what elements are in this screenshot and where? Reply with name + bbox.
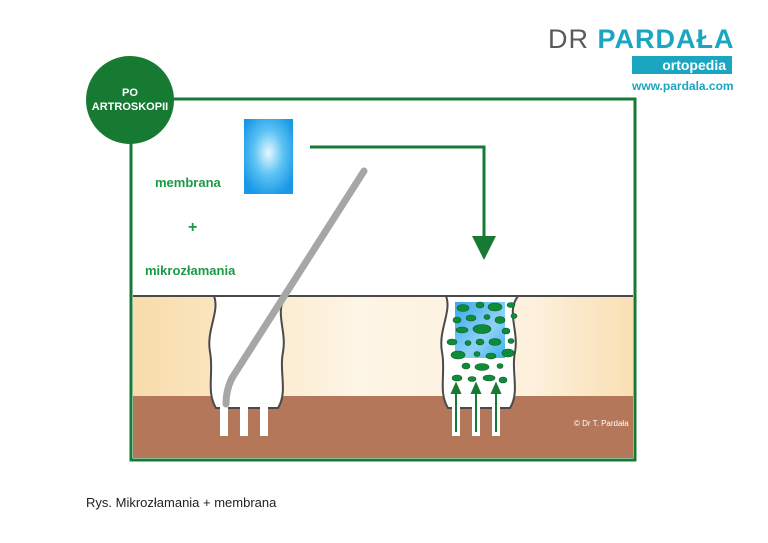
logo-title: DR PARDAŁA bbox=[548, 24, 735, 55]
cartilage-layer bbox=[133, 296, 633, 397]
down-arrow-icon bbox=[472, 236, 496, 260]
logo-prefix: DR bbox=[548, 24, 598, 54]
left-channel bbox=[240, 404, 248, 436]
badge-line-2: ARTROSKOPII bbox=[91, 101, 169, 113]
figure-caption: Rys. Mikrozłamania + membrana bbox=[86, 495, 277, 510]
transfer-arrow bbox=[310, 145, 486, 238]
logo-url[interactable]: www.pardala.com bbox=[632, 79, 734, 93]
label-microfracture: mikrozłamania bbox=[145, 263, 236, 278]
stage-badge: PO ARTROSKOPII bbox=[86, 56, 174, 144]
logo-subtitle: ortopedia bbox=[632, 56, 732, 74]
membrane-square bbox=[244, 119, 293, 194]
up-arrow-icon bbox=[450, 381, 502, 432]
logo-brand: PARDAŁA bbox=[597, 24, 735, 54]
left-channel bbox=[220, 404, 228, 436]
label-plus: + bbox=[188, 219, 198, 236]
badge-line-1: PO bbox=[122, 87, 138, 99]
blood-clot bbox=[446, 301, 518, 384]
copyright-note: © Dr T. Pardała bbox=[574, 419, 629, 428]
left-channel bbox=[260, 404, 268, 436]
arthroscopic-awl bbox=[222, 167, 368, 408]
bone-layer bbox=[133, 396, 633, 458]
label-membrane: membrana bbox=[155, 175, 221, 190]
